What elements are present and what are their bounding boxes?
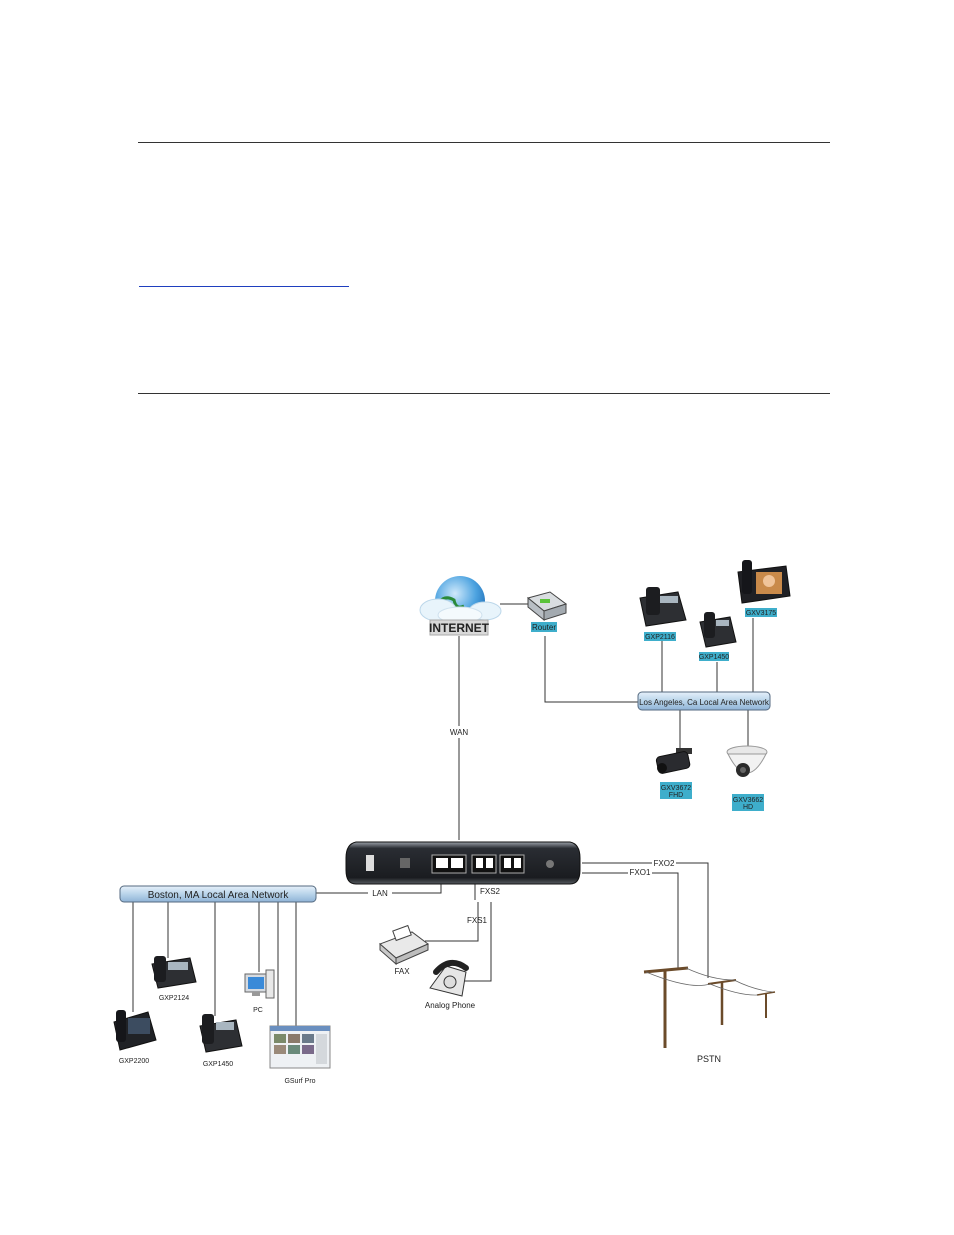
gsurf-pro-label: GSurf Pro xyxy=(284,1078,315,1085)
boston-network-bar xyxy=(119,885,317,903)
connection-lines xyxy=(132,603,754,1030)
wan-label: WAN xyxy=(450,728,469,737)
internet-cloud-icon xyxy=(419,576,502,626)
gxv3672-label-line2: FHD xyxy=(669,792,683,799)
pstn-poles-icon xyxy=(643,966,776,1048)
gxv3662-tag xyxy=(732,794,764,811)
gxv3175-video-phone-icon xyxy=(737,560,791,604)
gxv3672-camera-icon xyxy=(655,748,692,774)
lan-label-bg xyxy=(368,888,392,898)
fxs1-label: FXS1 xyxy=(467,916,488,925)
gxp2116-tag xyxy=(644,632,676,641)
fxs2-label: FXS2 xyxy=(480,887,501,896)
gxp1450-boston-phone-icon xyxy=(199,1014,243,1053)
gxp2124-phone-icon xyxy=(151,956,197,989)
gxv3662-label-line1: GXV3662 xyxy=(733,797,763,804)
gsurf-pro-screenshot-icon xyxy=(269,1025,331,1069)
router-label: Router xyxy=(532,623,556,632)
pstn-wires xyxy=(645,967,774,996)
gxp1450-la-label: GXP1450 xyxy=(699,654,729,661)
gxp2124-label: GXP2124 xyxy=(159,995,189,1002)
boston-network-label: Boston, MA Local Area Network xyxy=(148,890,290,901)
internet-label: INTERNET xyxy=(429,621,490,635)
gxv3662-dome-camera-icon xyxy=(726,745,768,777)
gxv3672-tag xyxy=(660,782,692,799)
gxp1450-la-tag xyxy=(699,652,729,661)
la-network-bar xyxy=(637,691,771,711)
gxv3662-label-line2: HD xyxy=(743,804,753,811)
pc-label: PC xyxy=(253,1007,263,1014)
gxv3672-label-line1: GXV3672 xyxy=(661,785,691,792)
gxp2200-phone-icon xyxy=(113,1010,157,1051)
pstn-label: PSTN xyxy=(697,1054,721,1064)
gxv3175-label: GXV3175 xyxy=(746,610,776,617)
analog-phone-icon xyxy=(429,959,469,997)
fxo2-label-bg xyxy=(652,859,676,868)
horizontal-rule-top xyxy=(138,142,830,143)
pc-icon xyxy=(244,969,275,999)
router-tag xyxy=(531,622,557,632)
gxv3175-tag xyxy=(745,608,777,617)
la-network-label: Los Angeles, Ca Local Area Network xyxy=(639,698,770,707)
gxp2200-label: GXP2200 xyxy=(119,1058,149,1065)
gxp1450-la-phone-icon xyxy=(699,612,737,648)
gxp2116-label: GXP2116 xyxy=(645,634,675,641)
wan-label-bg xyxy=(445,726,473,738)
fax-machine-icon xyxy=(379,924,429,966)
router-icon xyxy=(526,591,568,622)
gxp1450-boston-label: GXP1450 xyxy=(203,1061,233,1068)
fax-label: FAX xyxy=(394,967,410,976)
horizontal-rule-bottom xyxy=(138,393,830,394)
fxo2-label: FXO2 xyxy=(654,859,675,868)
analog-phone-label: Analog Phone xyxy=(425,1001,476,1010)
ip-pbx-appliance-icon xyxy=(345,841,581,885)
gxp2116-phone-icon xyxy=(639,587,687,627)
internet-label-bg xyxy=(429,619,489,636)
fxo1-label-bg xyxy=(628,868,652,877)
hyperlink-underline[interactable] xyxy=(139,286,349,287)
fxo1-label: FXO1 xyxy=(630,868,651,877)
lan-label: LAN xyxy=(372,889,388,898)
